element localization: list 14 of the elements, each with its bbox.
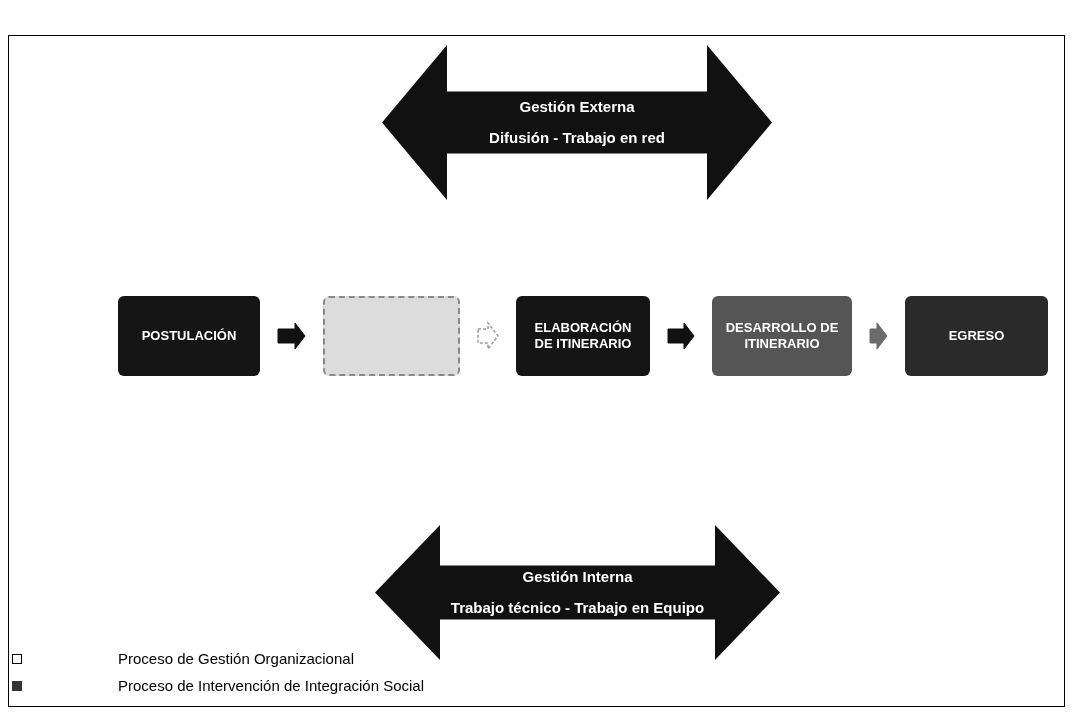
block-arrow — [869, 322, 888, 350]
legend-label: Proceso de Intervención de Integración Social — [118, 675, 425, 696]
process-box: EGRESO — [905, 296, 1048, 376]
arrow-label: Gestión Externa — [519, 97, 635, 117]
process-box — [323, 296, 460, 376]
block-arrow — [667, 322, 695, 350]
arrow-label: Difusión - Trabajo en red — [489, 128, 665, 148]
block-arrow — [277, 322, 306, 350]
arrow-label: Trabajo técnico - Trabajo en Equipo — [450, 598, 705, 618]
process-box: DESARROLLO DE ITINERARIO — [712, 296, 852, 376]
legend-label: Proceso de Gestión Organizacional — [118, 649, 354, 669]
process-box: POSTULACIÓN — [118, 296, 260, 376]
arrow-label: Gestión Interna — [522, 567, 633, 587]
process-box: ELABORACIÓN DE ITINERARIO — [516, 296, 650, 376]
